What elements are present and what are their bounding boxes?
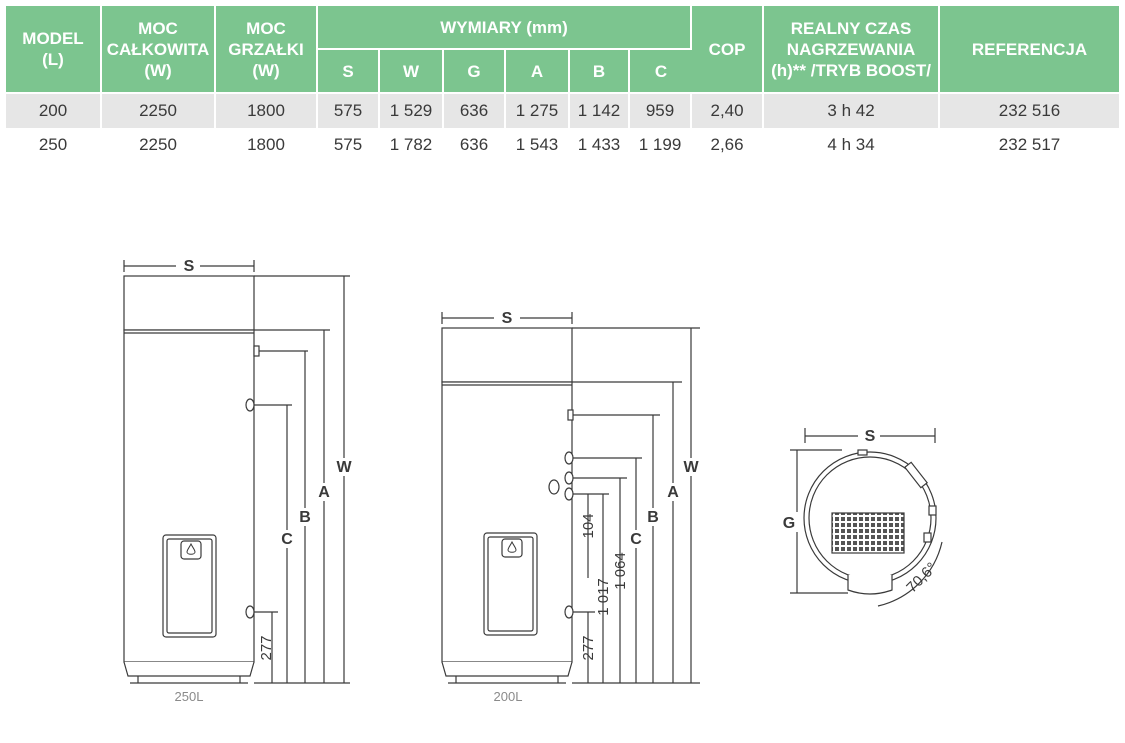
header-referencja: REFERENCJA [940,6,1120,94]
label-g-top: G [783,515,795,532]
label-s-top: S [865,428,876,445]
cell-cop: 2,40 [692,94,765,128]
cell-c: 1 199 [630,128,693,162]
header-cop: COP [692,6,765,94]
dim-104: 104 [580,513,597,538]
front-view-250l [123,260,350,684]
cell-w: 1 529 [380,94,444,128]
header-model: MODEL(L) [6,6,102,94]
label-s-200l: S [502,310,513,327]
cell-s: 575 [318,94,380,128]
header-wymiary: WYMIARY (mm) [318,6,693,50]
cell-czas: 3 h 42 [764,94,941,128]
cell-model: 200 [6,94,102,128]
label-w-250l: W [336,459,352,476]
cell-model: 250 [6,128,102,162]
caption-200l: 200L [494,689,523,704]
cell-w: 1 782 [380,128,444,162]
top-view [790,428,943,607]
table-row: 250 2250 1800 575 1 782 636 1 543 1 433 … [6,128,1120,162]
cell-a: 1 543 [506,128,570,162]
caption-250l: 250L [175,689,204,704]
cell-a: 1 275 [506,94,570,128]
table-row: 200 2250 1800 575 1 529 636 1 275 1 142 … [6,94,1120,128]
header-dim-s: S [318,50,380,94]
cell-ref: 232 517 [940,128,1120,162]
label-s-250l: S [184,258,195,275]
header-dim-c: C [630,50,693,94]
front-view-200l [441,312,700,684]
cell-cop: 2,66 [692,128,765,162]
label-b-200l: B [647,509,659,526]
label-w-200l: W [683,459,699,476]
header-dim-g: G [444,50,506,94]
header-dim-b: B [570,50,630,94]
cell-s: 575 [318,128,380,162]
dim-1064: 1 064 [612,552,629,590]
cell-c: 959 [630,94,693,128]
label-c-200l: C [630,531,642,548]
dim-277-250l: 277 [258,635,275,660]
cell-ref: 232 516 [940,94,1120,128]
cell-moc-calkowita: 2250 [102,128,216,162]
cell-moc-calkowita: 2250 [102,94,216,128]
cell-g: 636 [444,128,506,162]
header-dim-w: W [380,50,444,94]
cell-b: 1 142 [570,94,630,128]
label-b-250l: B [299,509,311,526]
cell-moc-grzalki: 1800 [216,94,318,128]
dim-277-200l: 277 [580,635,597,660]
dim-1017: 1 017 [595,578,612,616]
cell-g: 636 [444,94,506,128]
label-a-200l: A [667,484,679,501]
cell-moc-grzalki: 1800 [216,128,318,162]
header-dim-a: A [506,50,570,94]
label-a-250l: A [318,484,330,501]
cell-b: 1 433 [570,128,630,162]
label-c-250l: C [281,531,293,548]
cell-czas: 4 h 34 [764,128,941,162]
